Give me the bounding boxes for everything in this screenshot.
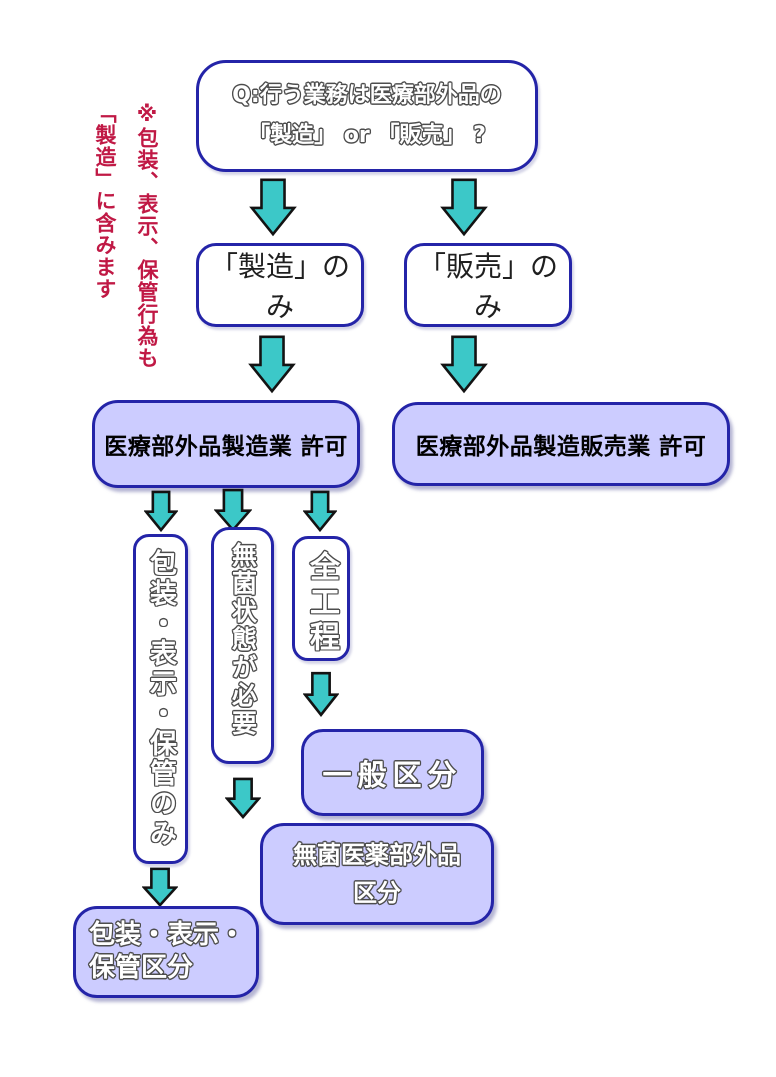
question-line2: 「製造」 or 「販売」 ? [248, 123, 486, 148]
all-processes-box: 全工程 [292, 536, 350, 661]
general-category-box: 一般区分 [301, 729, 484, 816]
packaging-category-line2: 保管区分 [89, 953, 194, 983]
down-arrow-icon [303, 671, 339, 717]
question-box: Q:行う業務は医療部外品の 「製造」 or 「販売」 ? [196, 60, 538, 172]
sterile-required-label: 無菌状態が必要 [228, 542, 258, 738]
down-arrow-icon [440, 177, 488, 237]
down-arrow-icon [440, 334, 488, 394]
manufacture-license-box: 医療部外品製造業 許可 [92, 400, 360, 488]
down-arrow-icon [142, 867, 178, 907]
manufacture-license-label: 医療部外品製造業 許可 [104, 434, 348, 460]
packaging-category-box: 包装・表示・ 保管区分 [73, 906, 259, 998]
down-arrow-icon [144, 490, 178, 532]
side-note-line1: ※包装、表示、保管行為も [135, 102, 159, 369]
manufacture-only-label: 「製造」のみ [209, 250, 350, 323]
sell-only-label: 「販売」のみ [417, 250, 558, 323]
marketing-license-box: 医療部外品製造販売業 許可 [392, 402, 730, 486]
sterile-category-line2: 区分 [353, 879, 401, 907]
all-processes-label: 全工程 [304, 551, 339, 656]
sterile-required-box: 無菌状態が必要 [211, 527, 274, 764]
manufacture-only-box: 「製造」のみ [196, 243, 364, 327]
sterile-category-box: 無菌医薬部外品 区分 [260, 823, 494, 925]
marketing-license-label: 医療部外品製造販売業 許可 [415, 434, 707, 460]
sell-only-box: 「販売」のみ [404, 243, 572, 327]
sterile-category-line1: 無菌医薬部外品 [293, 841, 461, 869]
packaging-only-box: 包装・表示・保管のみ [133, 534, 188, 864]
down-arrow-icon [248, 334, 296, 394]
side-note: ※包装、表示、保管行為も 「製造」に含みます [84, 102, 168, 374]
down-arrow-icon [249, 177, 297, 237]
down-arrow-icon [214, 488, 252, 532]
side-note-line2: 「製造」に含みます [93, 102, 117, 300]
question-line1: Q:行う業務は医療部外品の [232, 83, 502, 108]
general-category-label: 一般区分 [322, 757, 463, 792]
packaging-category-line1: 包装・表示・ [89, 920, 246, 950]
down-arrow-icon [225, 777, 261, 819]
down-arrow-icon [303, 490, 337, 532]
packaging-only-label: 包装・表示・保管のみ [145, 549, 176, 849]
